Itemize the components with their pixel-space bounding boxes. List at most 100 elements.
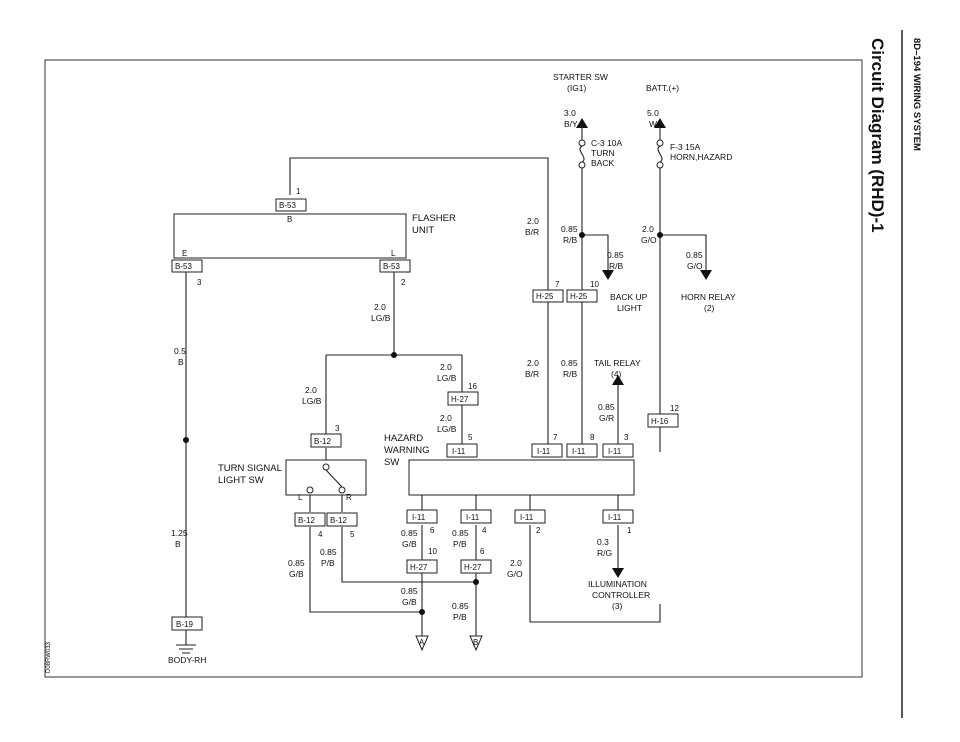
horn-relay-label-2: (2) (704, 303, 715, 313)
pin-i11-7: 7 (553, 433, 558, 442)
pin-flasher-e: E (182, 249, 187, 258)
starter-arrow-up (576, 118, 588, 128)
batt-wire-color: W (649, 119, 657, 129)
wire-b53-1-size: 2.0 (527, 216, 539, 226)
hazard-sw-box (408, 459, 635, 496)
pin-b53-3: 3 (197, 278, 202, 287)
hazard-label-1: HAZARD (384, 433, 423, 444)
tail-relay-label-1: TAIL RELAY (594, 358, 641, 368)
wire-i11-4-color: P/B (453, 539, 467, 549)
pin-h27-10: 10 (428, 547, 437, 556)
wire-h25-7-size: 2.0 (527, 358, 539, 368)
wire-b12-3-color: LG/B (302, 396, 322, 406)
pin-i11-4: 4 (482, 526, 487, 535)
pin-i11-1: 1 (627, 526, 632, 535)
wiring (176, 128, 707, 654)
conn-b53-left: B-53 (175, 262, 192, 271)
fuse-c3 (578, 139, 586, 169)
wire-a-size: 0.85 (401, 586, 418, 596)
wire-backup-size: 0.85 (607, 250, 624, 260)
terminal-a: A (419, 638, 425, 647)
hazard-label-2: WARNING (384, 445, 430, 456)
wire-flasher-l-size: 2.0 (374, 302, 386, 312)
junction-dots (183, 232, 663, 615)
wire-b-color: P/B (453, 612, 467, 622)
wire-b-size: 0.85 (452, 601, 469, 611)
conn-b12-r: B-12 (330, 516, 347, 525)
batt-wire-size: 5.0 (647, 108, 659, 118)
wire-horn-color: G/O (687, 261, 703, 271)
terminal-a-triangle (415, 635, 429, 652)
illum-label-2: CONTROLLER (592, 590, 650, 600)
conn-i11-4: I-11 (466, 513, 480, 522)
wire-i11-5-color: LG/B (437, 424, 457, 434)
illum-label-3: (3) (612, 601, 623, 611)
wire-flasher-l-color: LG/B (371, 313, 391, 323)
wire-i11-5-size: 2.0 (440, 413, 452, 423)
arrows (415, 118, 712, 652)
pin-i11-5: 5 (468, 433, 473, 442)
conn-i11-6: I-11 (412, 513, 426, 522)
conn-i11-7: I-11 (537, 447, 551, 456)
conn-h25-b: H-25 (570, 292, 588, 301)
pin-flasher-l: L (391, 249, 396, 258)
wire-b53-1-color: B/R (525, 227, 539, 237)
illum-label-1: ILLUMINATION (588, 579, 647, 589)
pin-h16-12: 12 (670, 404, 679, 413)
conn-b53-right: B-53 (383, 262, 400, 271)
wire-ground-size: 0.5 (174, 346, 186, 356)
conn-i11-2: I-11 (520, 513, 534, 522)
wire-i11-6-color: G/B (402, 539, 417, 549)
pin-b12-4: 4 (318, 530, 323, 539)
wire-c3-size: 0.85 (561, 224, 578, 234)
conn-b12-l: B-12 (298, 516, 315, 525)
wire-b12-5-color: P/B (321, 558, 335, 568)
starter-wire-size: 3.0 (564, 108, 576, 118)
wire-backup-color: R/B (609, 261, 624, 271)
wire-h27-16-size: 2.0 (440, 362, 452, 372)
fuse-f3-l1: F-3 15A (670, 142, 701, 152)
pin-h27-16: 16 (468, 382, 477, 391)
fuse-f3 (656, 139, 664, 169)
wire-b19-color: B (175, 539, 181, 549)
conn-h27-top: H-27 (451, 395, 469, 404)
starter-sw-sub: (IG1) (567, 83, 587, 93)
wire-b12-4-size: 0.85 (288, 558, 305, 568)
ground-label: BODY-RH (168, 655, 206, 665)
wire-h27-16-color: LG/B (437, 373, 457, 383)
fuse-f3-l2: HORN,HAZARD (670, 152, 732, 162)
pin-h25-7: 7 (555, 280, 560, 289)
turn-signal-label-2: LIGHT SW (218, 475, 264, 486)
wire-tail-color: G/R (599, 413, 614, 423)
starter-sw-label: STARTER SW (553, 72, 608, 82)
wire-f3-size: 2.0 (642, 224, 654, 234)
wire-b12-5-size: 0.85 (320, 547, 337, 557)
hazard-label-3: SW (384, 457, 399, 468)
fuse-c3-l2: TURN (591, 148, 615, 158)
pin-i11-8: 8 (590, 433, 595, 442)
turn-signal-label-1: TURN SIGNAL (218, 463, 282, 474)
wire-horn-size: 0.85 (686, 250, 703, 260)
pin-h25-10: 10 (590, 280, 599, 289)
wire-b19-size: 1.25 (171, 528, 188, 538)
wire-h25-10-color: R/B (563, 369, 578, 379)
tail-arrow-up (612, 375, 624, 385)
pin-flasher-b: B (287, 215, 292, 224)
pin-sw-l: L (298, 493, 303, 502)
wire-b12-4-color: G/B (289, 569, 304, 579)
pin-sw-r: R (346, 493, 352, 502)
wire-illum-size: 0.3 (597, 537, 609, 547)
wire-i11-6-size: 0.85 (401, 528, 418, 538)
wire-i11-4-size: 0.85 (452, 528, 469, 538)
conn-b53-top: B-53 (279, 201, 296, 210)
conn-h27-6: H-27 (464, 563, 482, 572)
starter-wire-color: B/Y (564, 119, 578, 129)
wire-i11-2-color: G/O (507, 569, 523, 579)
conn-h27-10: H-27 (410, 563, 428, 572)
backup-light-label-2: LIGHT (617, 303, 642, 313)
batt-arrow-up (654, 118, 666, 128)
conn-h25-a: H-25 (536, 292, 554, 301)
page-title: Circuit Diagram (RHD)-1 (868, 38, 887, 233)
flasher-label-2: UNIT (412, 225, 434, 236)
